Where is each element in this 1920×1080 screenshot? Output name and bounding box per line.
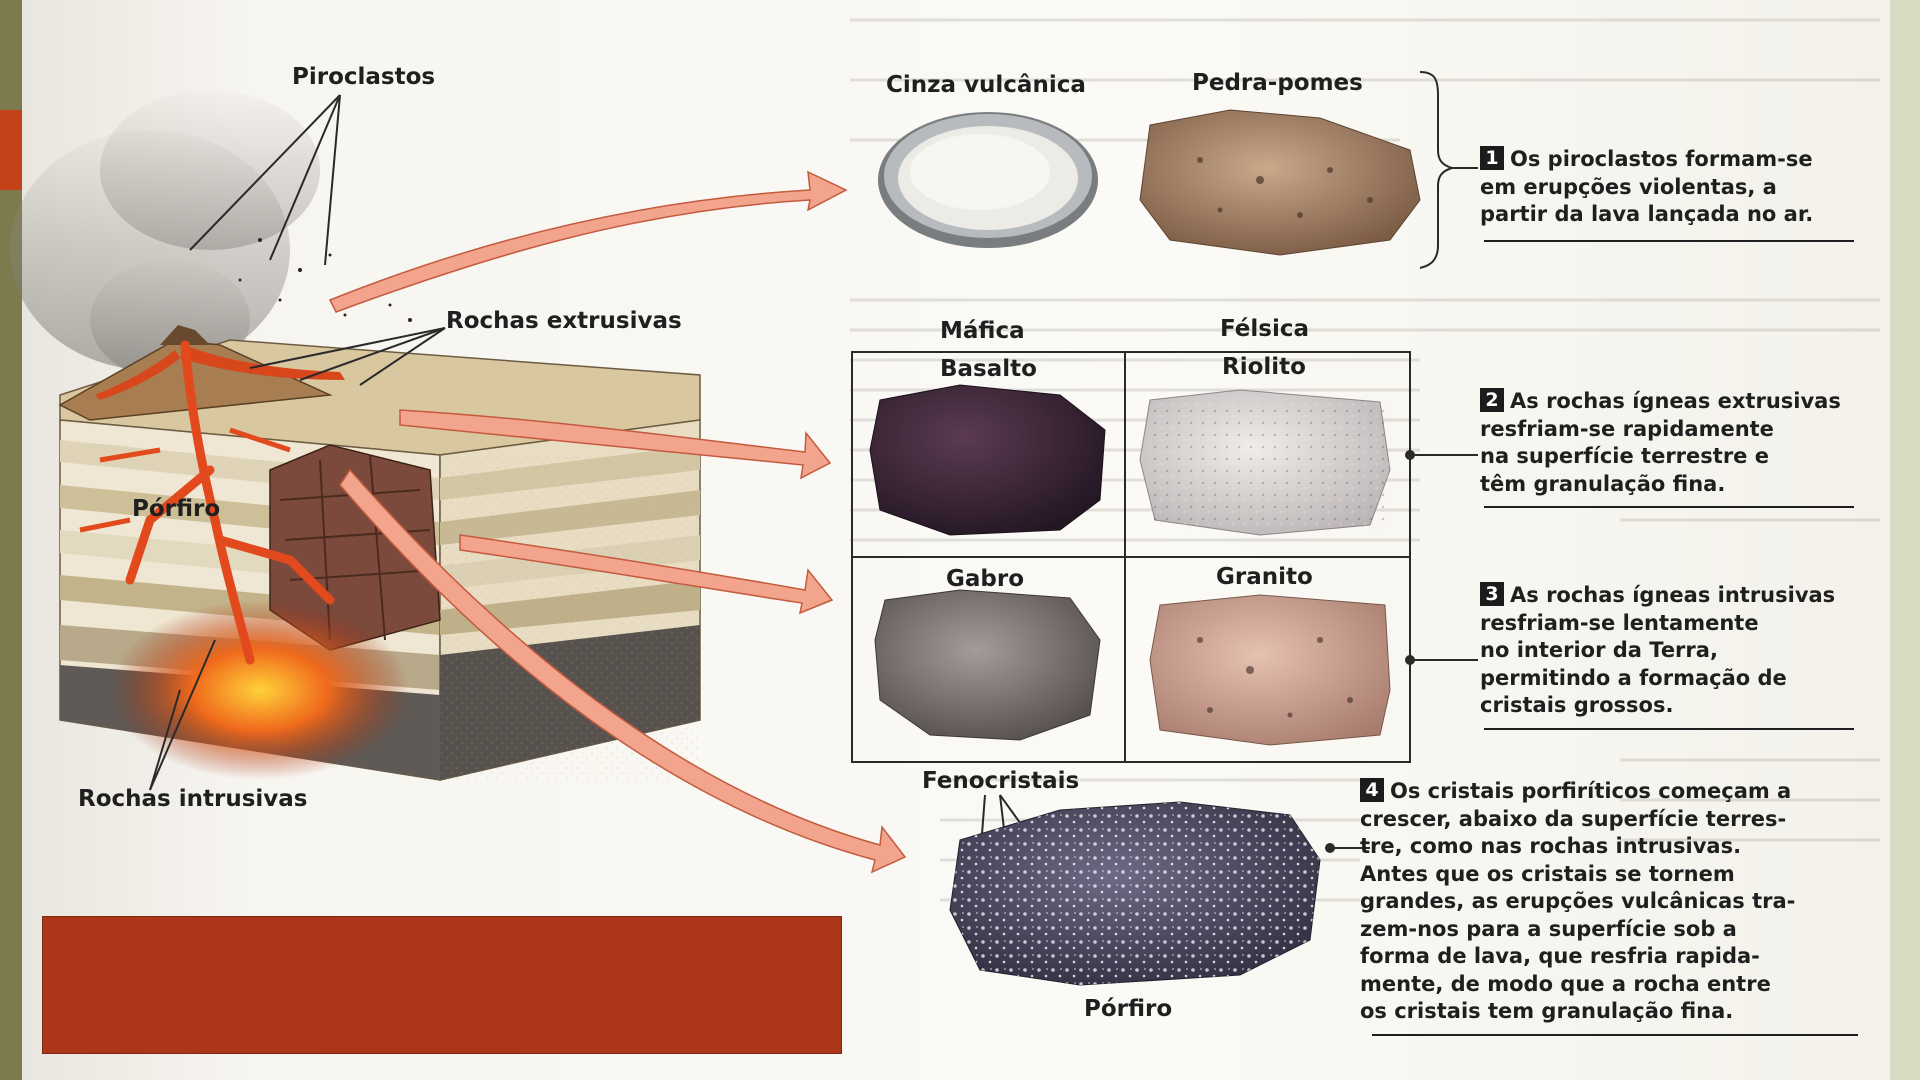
note-4-line-7: forma de lava, que resfria rapida-: [1360, 944, 1760, 968]
note-3-underline: [1484, 728, 1854, 730]
label-rochas-extrusivas: Rochas extrusivas: [446, 308, 682, 334]
label-felsica: Félsica: [1220, 316, 1309, 342]
label-granito: Granito: [1216, 564, 1313, 590]
label-basalto: Basalto: [940, 356, 1037, 382]
note-3-line-5: cristais grossos.: [1480, 693, 1674, 717]
note-4-line-1: Os cristais porfiríticos começam a: [1390, 779, 1792, 803]
slide-frame-accent: [0, 110, 22, 190]
note-3-line-2: resfriam-se lentamente: [1480, 610, 1759, 635]
note-4-underline: [1372, 1034, 1858, 1036]
note-4-line-5: grandes, as erupções vulcânicas tra-: [1360, 889, 1796, 913]
label-rochas-intrusivas: Rochas intrusivas: [78, 786, 308, 812]
label-porfiro-rock: Pórfiro: [1084, 996, 1173, 1022]
note-4-line-6: zem-nos para a superfície sob a: [1360, 916, 1737, 941]
note-4-line-2: crescer, abaixo da superfície terres-: [1360, 806, 1787, 831]
note-4-line-8: mente, de modo que a rocha entre: [1360, 971, 1771, 996]
note-1-line-3: partir da lava lançada no ar.: [1480, 202, 1814, 226]
note-4-line-9: os cristais tem granulação fina.: [1360, 999, 1734, 1023]
note-2-line-3: na superfície terrestre e: [1480, 444, 1769, 468]
note-4-line-3: tre, como nas rochas intrusivas.: [1360, 834, 1742, 858]
note-2-number: 2: [1480, 388, 1504, 412]
note-3-line-4: permitindo a formação de: [1480, 665, 1787, 690]
note-3-number: 3: [1480, 582, 1504, 606]
note-1-line-1: Os piroclastos formam-se: [1510, 147, 1813, 171]
label-porfiro-diagram: Pórfiro: [132, 496, 221, 522]
note-3-line-3: no interior da Terra,: [1480, 638, 1718, 662]
label-pedra-pomes: Pedra-pomes: [1192, 70, 1363, 96]
note-1-line-2: em erupções violentas, a: [1480, 174, 1777, 199]
label-gabro: Gabro: [946, 566, 1025, 592]
label-mafica: Máfica: [940, 318, 1025, 344]
red-overlay-box: [42, 916, 842, 1054]
label-piroclastos: Piroclastos: [292, 64, 436, 90]
note-4-number: 4: [1360, 778, 1384, 802]
note-2-underline: [1484, 506, 1854, 508]
note-3-line-1: As rochas ígneas intrusivas: [1510, 583, 1836, 607]
note-1-underline: [1484, 240, 1854, 242]
label-fenocristais: Fenocristais: [922, 768, 1080, 794]
note-4-line-4: Antes que os cristais se tornem: [1360, 861, 1735, 886]
note-2-line-1: As rochas ígneas extrusivas: [1510, 389, 1841, 413]
slide-frame-right: [1890, 0, 1920, 1080]
label-cinza-vulcanica: Cinza vulcânica: [886, 72, 1086, 98]
note-2-line-4: têm granulação fina.: [1480, 471, 1726, 496]
label-riolito: Riolito: [1222, 354, 1306, 380]
note-1-number: 1: [1480, 146, 1504, 170]
note-2-line-2: resfriam-se rapidamente: [1480, 416, 1774, 441]
